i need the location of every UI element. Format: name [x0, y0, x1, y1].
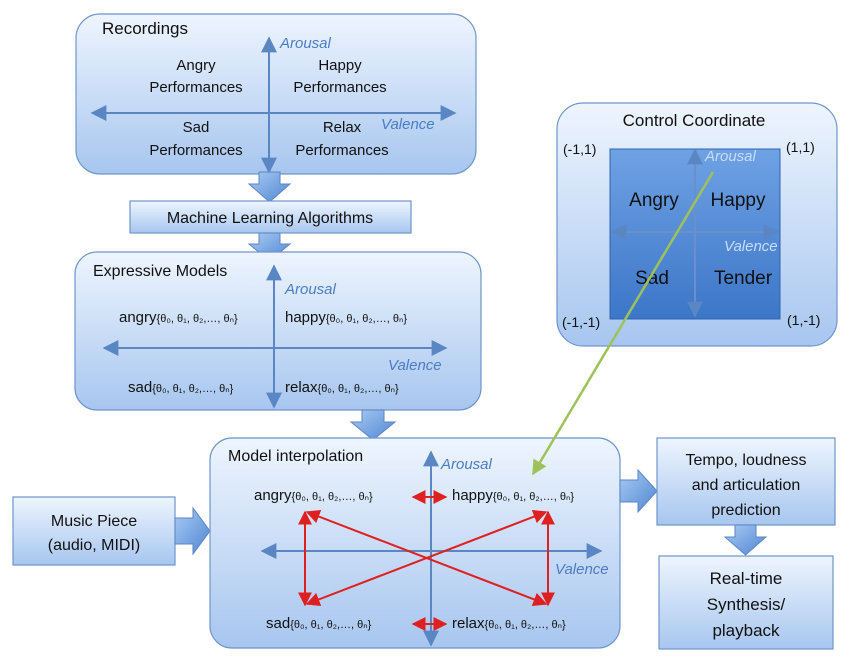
synthesis-box: Real-time Synthesis/ playback: [658, 555, 834, 650]
recordings-happy-line2: Performances: [293, 79, 386, 96]
arrow-control-to-interp: [531, 171, 715, 476]
arrow-recordings-to-ml: [247, 171, 292, 203]
recordings-sad-line2: Performances: [149, 142, 242, 159]
expressive-title: Expressive Models: [93, 263, 227, 280]
expressive-angry-label: angry{θ₀, θ₁, θ₂,…, θₙ}: [119, 309, 238, 326]
expressive-box: Expressive Models Arousal Valence angry{…: [74, 251, 482, 411]
control-tender-label: Tender: [714, 268, 773, 289]
interp-arrow-sad-happy: [305, 509, 548, 607]
arrow-expressive-to-interp: [349, 409, 397, 441]
recordings-happy-line1: Happy: [318, 57, 362, 74]
interp-title: Model interpolation: [228, 448, 363, 465]
recordings-angry-line1: Angry: [176, 57, 216, 74]
music-piece-box: Music Piece (audio, MIDI): [12, 496, 176, 566]
ml-box: Machine Learning Algorithms: [129, 200, 412, 234]
control-arousal-label: Arousal: [704, 148, 757, 165]
expressive-relax-label: relax{θ₀, θ₁, θ₂,…, θₙ}: [285, 379, 399, 396]
control-corner-top-right: (1,1): [786, 139, 815, 155]
control-corner-bottom-right: (1,-1): [787, 312, 820, 328]
recordings-box: Recordings Arousal Valence Angry Perform…: [75, 13, 477, 175]
interp-arousal-label: Arousal: [440, 456, 493, 473]
prediction-line1: Tempo, loudness: [686, 452, 807, 469]
recordings-angry-line2: Performances: [149, 79, 242, 96]
prediction-line3: prediction: [711, 502, 780, 519]
interp-box: Model interpolation Arousal Valence angr…: [209, 437, 621, 649]
control-corner-bottom-left: (-1,-1): [562, 314, 600, 330]
control-sad-label: Sad: [635, 268, 669, 289]
arrow-interp-to-prediction: [619, 468, 658, 514]
control-corner-top-left: (-1,1): [563, 141, 596, 157]
control-angry-label: Angry: [629, 190, 679, 211]
music-line1: Music Piece: [51, 513, 137, 530]
expressive-valence-label: Valence: [388, 357, 442, 374]
synthesis-line3: playback: [712, 621, 780, 640]
recordings-valence-label: Valence: [381, 116, 435, 133]
expressive-sad-label: sad{θ₀, θ₁, θ₂,…, θₙ}: [128, 379, 234, 396]
interp-valence-label: Valence: [555, 561, 609, 578]
interp-relax-label: relax{θ₀, θ₁, θ₂,…, θₙ}: [452, 615, 566, 632]
arrow-prediction-to-synthesis: [723, 524, 768, 556]
interp-sad-label: sad{θ₀, θ₁, θ₂,…, θₙ}: [266, 615, 372, 632]
synthesis-line1: Real-time: [710, 569, 783, 588]
control-title: Control Coordinate: [623, 111, 766, 130]
recordings-title: Recordings: [102, 19, 188, 38]
arrow-music-to-interp: [174, 506, 211, 556]
music-line2: (audio, MIDI): [48, 537, 140, 554]
control-box: Control Coordinate Arousal Valence Angry…: [556, 102, 838, 347]
control-happy-label: Happy: [711, 190, 766, 211]
recordings-relax-line2: Performances: [295, 142, 388, 159]
recordings-arousal-label: Arousal: [279, 35, 332, 52]
control-valence-label: Valence: [724, 238, 778, 255]
prediction-box: Tempo, loudness and articulation predict…: [656, 437, 836, 526]
expressive-arousal-label: Arousal: [284, 281, 337, 298]
synthesis-line2: Synthesis/: [707, 595, 786, 614]
interp-angry-label: angry{θ₀, θ₁, θ₂,…, θₙ}: [254, 487, 373, 504]
recordings-sad-line1: Sad: [183, 119, 210, 136]
interp-happy-label: happy{θ₀, θ₁, θ₂,…, θₙ}: [452, 487, 574, 504]
recordings-relax-line1: Relax: [323, 119, 362, 136]
ml-label: Machine Learning Algorithms: [167, 210, 373, 227]
prediction-line2: and articulation: [692, 477, 801, 494]
expressive-happy-label: happy{θ₀, θ₁, θ₂,…, θₙ}: [285, 309, 407, 326]
